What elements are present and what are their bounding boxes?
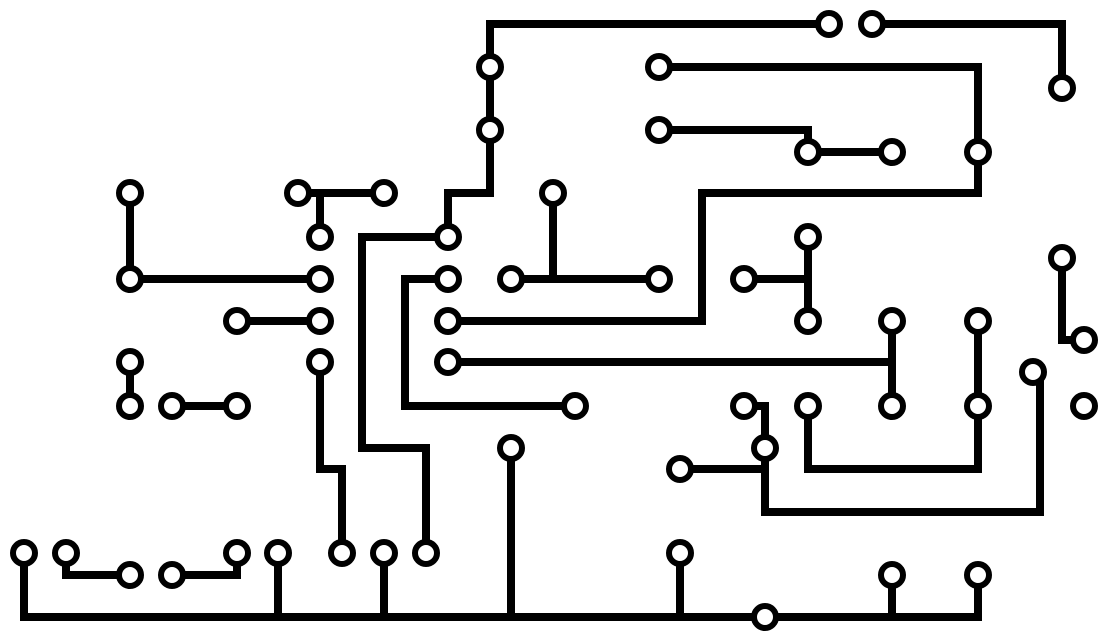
trace — [444, 63, 494, 241]
pad — [878, 138, 906, 166]
pad — [1070, 326, 1098, 354]
pad — [10, 539, 38, 567]
pad — [561, 392, 589, 420]
pad — [666, 455, 694, 483]
traces — [20, 20, 1088, 621]
pad — [858, 10, 886, 38]
pad — [878, 307, 906, 335]
pad — [306, 223, 334, 251]
pad — [223, 392, 251, 420]
pad — [223, 539, 251, 567]
pad — [539, 179, 567, 207]
pad — [284, 179, 312, 207]
pad — [730, 265, 758, 293]
pad — [158, 392, 186, 420]
trace — [655, 126, 896, 156]
pad — [964, 138, 992, 166]
pad — [306, 307, 334, 335]
pad — [116, 561, 144, 589]
trace — [486, 20, 821, 71]
trace — [868, 20, 1066, 92]
pad — [52, 539, 80, 567]
pad — [794, 138, 822, 166]
pad — [645, 53, 673, 81]
trace — [20, 549, 982, 621]
pad — [434, 223, 462, 251]
trace — [316, 358, 346, 557]
pad — [751, 434, 779, 462]
pad — [370, 539, 398, 567]
pad — [964, 561, 992, 589]
pad — [306, 265, 334, 293]
trace — [444, 63, 982, 325]
pad — [1048, 74, 1076, 102]
pad — [751, 603, 779, 631]
pad — [116, 348, 144, 376]
pad — [116, 265, 144, 293]
pad — [794, 223, 822, 251]
pads — [10, 10, 1098, 631]
pad — [878, 561, 906, 589]
pad — [476, 53, 504, 81]
pad — [116, 179, 144, 207]
trace — [358, 233, 452, 557]
pad — [1019, 358, 1047, 386]
pad — [1070, 392, 1098, 420]
pad — [497, 265, 525, 293]
pad — [666, 539, 694, 567]
trace — [401, 275, 579, 410]
pad — [434, 307, 462, 335]
pad — [1048, 244, 1076, 272]
pad — [370, 179, 398, 207]
pad — [645, 116, 673, 144]
pad — [794, 307, 822, 335]
pad — [878, 392, 906, 420]
pad — [645, 265, 673, 293]
pad — [964, 392, 992, 420]
pad — [815, 10, 843, 38]
pad — [497, 434, 525, 462]
pad — [476, 116, 504, 144]
pad — [964, 307, 992, 335]
trace — [126, 189, 324, 283]
pad — [116, 392, 144, 420]
pad — [794, 392, 822, 420]
pad — [158, 561, 186, 589]
pad — [434, 265, 462, 293]
pad — [434, 348, 462, 376]
pad — [223, 307, 251, 335]
pad — [306, 348, 334, 376]
pad — [412, 539, 440, 567]
pad — [264, 539, 292, 567]
pad — [328, 539, 356, 567]
pad — [730, 392, 758, 420]
